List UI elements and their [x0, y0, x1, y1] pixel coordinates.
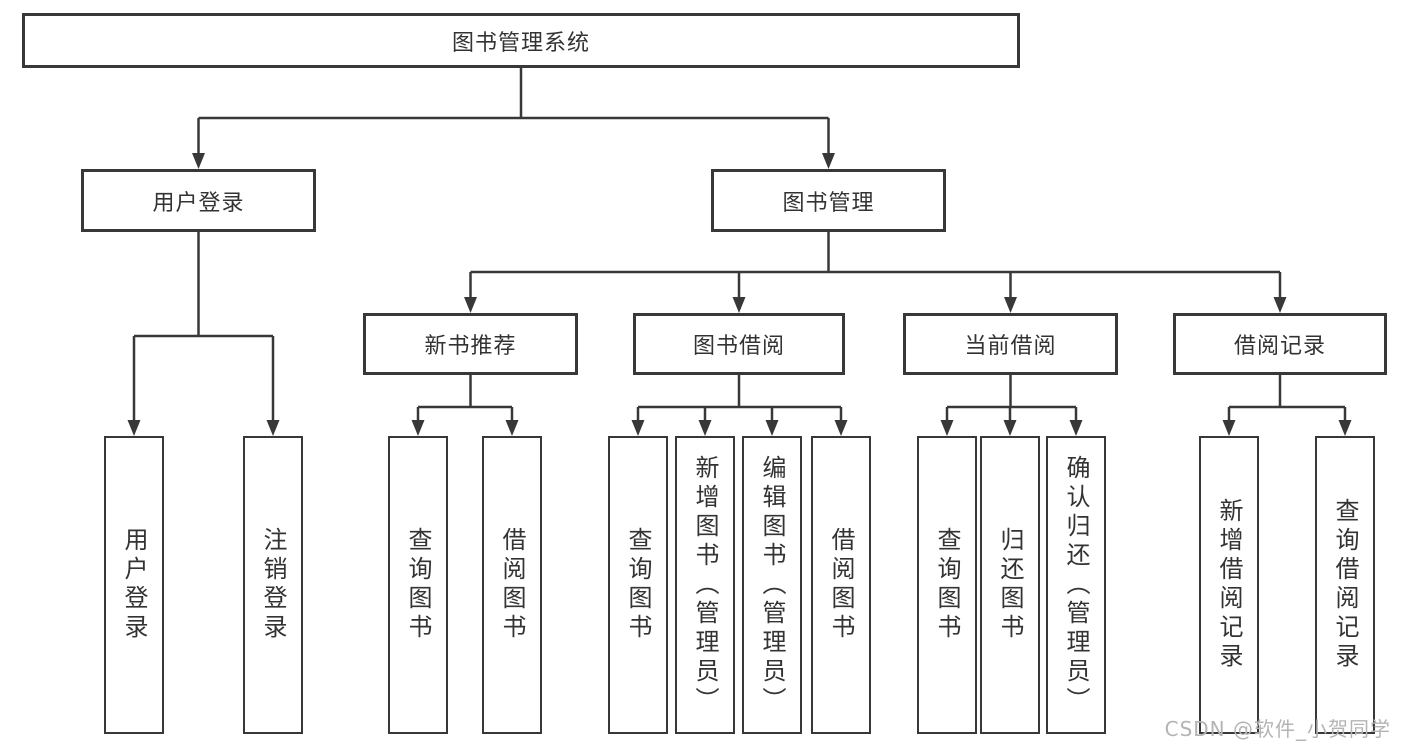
- node-label: 借阅图书: [827, 527, 855, 643]
- node-label: 查询图书: [933, 527, 961, 643]
- leaf-logout-login: 注销登录: [243, 436, 303, 734]
- leaf-add-borrow-record: 新增借阅记录: [1199, 436, 1259, 734]
- node-user-login: 用户登录: [81, 169, 316, 232]
- arrowhead: [411, 420, 425, 436]
- arrowhead: [1003, 420, 1017, 436]
- node-label: 借阅记录: [1233, 334, 1326, 359]
- csdn-watermark: CSDN @软件_小贺同学: [1164, 717, 1391, 741]
- connector-new-book-to-leaves: [416, 375, 514, 420]
- arrowhead: [1069, 420, 1083, 436]
- node-label: 图书借阅: [692, 334, 785, 359]
- node-new-book-recommendation: 新书推荐: [363, 313, 578, 375]
- connector-current-borrowing-to-leaves: [945, 375, 1078, 420]
- arrowhead: [732, 297, 746, 313]
- node-library-management-system: 图书管理系统: [22, 13, 1020, 68]
- node-label: 用户登录: [152, 190, 245, 216]
- connector-user-login-to-leaves: [132, 232, 275, 420]
- node-current-borrowing: 当前借阅: [903, 313, 1118, 375]
- node-label: 查询图书: [624, 527, 652, 643]
- leaf-query-books-current: 查询图书: [917, 436, 977, 734]
- node-label: 图书管理系统: [451, 30, 590, 56]
- node-book-management: 图书管理: [711, 169, 946, 232]
- node-label: 新增借阅记录: [1215, 498, 1243, 672]
- node-label: 借阅图书: [498, 527, 526, 643]
- node-label: 新增图书（管理员）: [691, 454, 719, 716]
- arrowhead: [505, 420, 519, 436]
- connector-book-borrowing-to-leaves: [636, 375, 843, 420]
- leaf-query-borrow-record: 查询借阅记录: [1315, 436, 1375, 734]
- arrowhead: [127, 420, 141, 436]
- node-label: 新书推荐: [424, 334, 517, 359]
- leaf-confirm-return-admin: 确认归还（管理员）: [1046, 436, 1106, 734]
- arrowhead: [765, 420, 779, 436]
- arrowhead: [1338, 420, 1352, 436]
- leaf-edit-book-admin: 编辑图书（管理员）: [742, 436, 802, 734]
- connector-borrow-records-to-leaves: [1227, 375, 1347, 420]
- arrowhead: [1222, 420, 1236, 436]
- leaf-add-book-admin: 新增图书（管理员）: [675, 436, 735, 734]
- node-label: 确认归还（管理员）: [1062, 454, 1090, 716]
- arrowhead: [1273, 297, 1287, 313]
- node-label: 图书管理: [782, 190, 875, 216]
- node-label: 注销登录: [259, 527, 287, 643]
- connector-book-management-to-level3: [469, 232, 1282, 297]
- arrowhead: [192, 153, 205, 169]
- node-label: 当前借阅: [964, 334, 1057, 359]
- node-label: 用户登录: [120, 527, 148, 643]
- arrowhead: [266, 420, 280, 436]
- arrowhead: [631, 420, 645, 436]
- leaf-borrow-books-recommend: 借阅图书: [482, 436, 542, 734]
- arrowhead: [822, 153, 835, 169]
- leaf-query-books-borrowing: 查询图书: [608, 436, 668, 734]
- arrowhead: [698, 420, 712, 436]
- arrowhead: [834, 420, 848, 436]
- leaf-return-books: 归还图书: [980, 436, 1040, 734]
- leaf-borrow-books-borrowing: 借阅图书: [811, 436, 871, 734]
- node-label: 查询借阅记录: [1331, 498, 1359, 672]
- leaf-query-books-recommend: 查询图书: [388, 436, 448, 734]
- leaf-user-login: 用户登录: [104, 436, 164, 734]
- node-label: 归还图书: [996, 527, 1024, 643]
- arrowhead: [464, 297, 477, 313]
- connector-root-to-level2: [197, 68, 830, 153]
- arrowhead: [1004, 297, 1017, 313]
- node-label: 查询图书: [404, 527, 432, 643]
- node-book-borrowing: 图书借阅: [633, 313, 845, 375]
- node-label: 编辑图书（管理员）: [758, 454, 786, 716]
- node-borrow-records: 借阅记录: [1173, 313, 1387, 375]
- arrowhead: [940, 420, 954, 436]
